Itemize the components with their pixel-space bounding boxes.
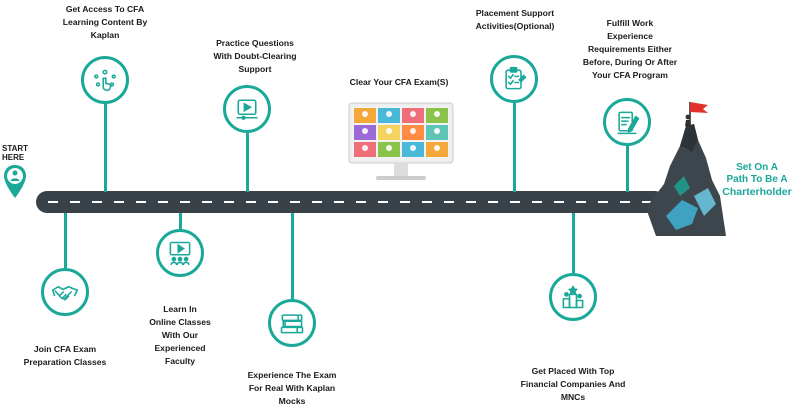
stem-step-4 xyxy=(513,103,516,192)
touch-hand-network-icon xyxy=(81,56,129,104)
road-dashes xyxy=(48,201,654,203)
step-exam-mocks-label: Experience The Exam For Real With Kaplan… xyxy=(247,370,337,406)
step-placement-support-label: Placement Support Activities(Optional) xyxy=(475,8,555,31)
stem-step-2 xyxy=(246,133,249,192)
goal-text: Set On A Path To Be A Charterholder xyxy=(716,150,798,210)
stem-bottom-2 xyxy=(179,213,182,229)
clipboard-checklist-icon xyxy=(490,55,538,103)
stem-bottom-4 xyxy=(572,213,575,273)
stem-step-5 xyxy=(626,146,629,192)
start-label: START HERE xyxy=(2,144,29,162)
podium-stars-icon xyxy=(549,273,597,321)
document-pen-icon xyxy=(603,98,651,146)
mountain-peak-icon xyxy=(646,96,726,241)
step-work-experience-label: Fulfill Work Experience Requirements Eit… xyxy=(582,18,678,80)
goal-line-1: Set On A Path To Be A xyxy=(726,162,788,185)
start-pin-icon xyxy=(2,164,28,200)
step-join-classes-label: Join CFA Exam Preparation Classes xyxy=(23,344,107,367)
step-get-placed-label: Get Placed With Top Financial Companies … xyxy=(520,366,626,402)
stack-of-books-icon xyxy=(268,299,316,347)
goal-line-2: Charterholder xyxy=(722,186,792,198)
stem-bottom-3 xyxy=(291,213,294,299)
online-class-icon xyxy=(156,229,204,277)
stem-bottom-1 xyxy=(64,213,67,268)
video-player-icon xyxy=(223,85,271,133)
step-clear-exam-label: Clear Your CFA Exam(S) xyxy=(349,77,449,87)
handshake-icon xyxy=(41,268,89,316)
step-practice-questions-label: Practice Questions With Doubt-Clearing S… xyxy=(213,38,297,74)
stem-step-1 xyxy=(104,104,107,192)
step-online-classes-label: Learn In Online Classes With Our Experie… xyxy=(149,304,211,366)
monitor-video-grid-icon xyxy=(346,100,456,188)
step-learning-content-label: Get Access To CFA Learning Content By Ka… xyxy=(62,4,148,40)
road xyxy=(36,191,666,213)
